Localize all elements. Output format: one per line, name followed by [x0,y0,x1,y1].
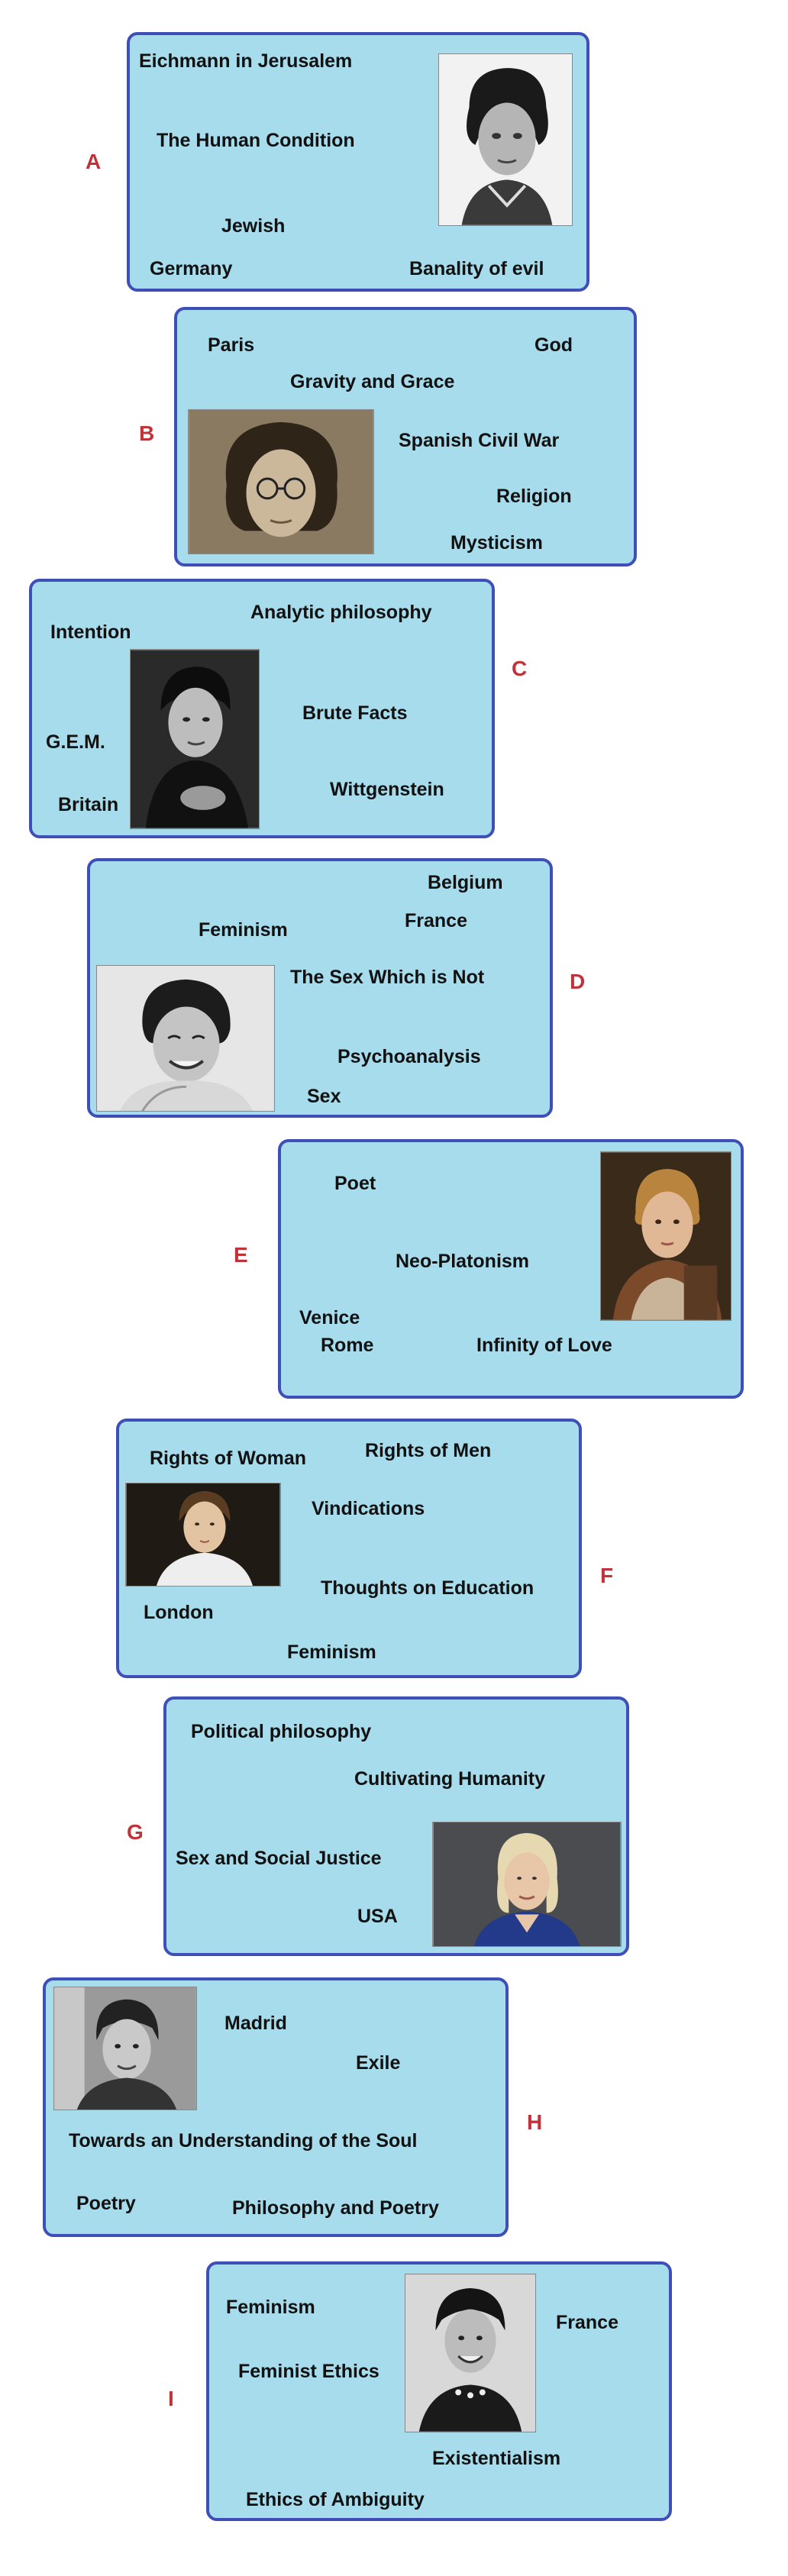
card-letter-i: I [168,2387,174,2410]
keyword: Belgium [428,872,503,893]
keyword: London [144,1602,214,1623]
portrait-icon [54,1987,196,2110]
keyword: Feminist Ethics [238,2361,379,2382]
card-letter-h: H [527,2110,543,2134]
card-letter-a: A [86,150,102,173]
keyword: Madrid [224,2013,287,2034]
portrait-photo [600,1151,731,1321]
keyword: USA [357,1906,398,1927]
keyword: Britain [58,794,119,815]
portrait-icon [126,1483,280,1586]
keyword: Rights of Men [365,1440,492,1461]
keyword: Sex [307,1086,341,1107]
portrait-photo [432,1822,622,1947]
keyword: Rome [321,1335,374,1356]
keyword: Eichmann in Jerusalem [139,50,353,72]
keyword: Venice [299,1307,360,1328]
keyword: Spanish Civil War [399,430,560,451]
keyword: Neo-Platonism [396,1251,530,1272]
keyword: Paris [208,334,255,356]
keyword: France [556,2312,618,2333]
portrait-icon [433,1822,621,1946]
keyword: Poet [334,1173,376,1194]
keyword: Feminism [199,919,288,941]
card-c [29,579,495,838]
portrait-photo [130,649,260,829]
keyword: Religion [496,486,572,507]
card-letter-e: E [234,1243,248,1267]
keyword: Existentialism [432,2448,561,2469]
card-letter-b: B [139,421,155,445]
keyword: Rights of Woman [150,1448,307,1469]
portrait-photo [53,1987,197,2110]
keyword: G.E.M. [46,731,105,753]
portrait-icon [601,1152,731,1320]
keyword: The Human Condition [157,130,355,151]
keyword: Germany [150,258,233,279]
portrait-photo [188,409,374,554]
keyword: Jewish [221,215,286,237]
keyword: Brute Facts [302,702,408,724]
keyword: Wittgenstein [330,779,444,800]
portrait-icon [189,410,373,554]
keyword: Thoughts on Education [321,1577,534,1599]
keyword: Vindications [312,1498,425,1519]
keyword: Mysticism [451,532,543,554]
keyword: Feminism [287,1641,376,1663]
keyword: Political philosophy [191,1721,372,1742]
portrait-icon [97,966,274,1111]
keyword: France [405,910,467,931]
keyword: Analytic philosophy [250,602,432,623]
keyword: Banality of evil [409,258,544,279]
portrait-icon [405,2274,535,2432]
portrait-photo [96,965,275,1112]
keyword: Infinity of Love [476,1335,612,1356]
keyword: Psychoanalysis [337,1046,481,1067]
portrait-photo [405,2274,536,2432]
keyword: Feminism [226,2297,315,2318]
keyword: The Sex Which is Not [290,967,485,988]
keyword: Ethics of Ambiguity [246,2489,425,2510]
keyword: Intention [50,621,131,643]
card-letter-f: F [600,1564,614,1587]
portrait-photo [438,53,573,226]
card-letter-c: C [512,657,528,680]
portrait-photo [125,1483,281,1587]
portrait-icon [439,54,572,225]
keyword: Towards an Understanding of the Soul [69,2130,418,2152]
keyword: Exile [356,2052,401,2074]
keyword: Sex and Social Justice [176,1848,382,1869]
keyword: Philosophy and Poetry [232,2197,439,2219]
card-letter-d: D [570,970,586,993]
keyword: Poetry [76,2193,136,2214]
keyword: Gravity and Grace [290,371,455,392]
card-letter-g: G [127,1820,144,1844]
keyword: Cultivating Humanity [354,1768,546,1790]
keyword: God [534,334,573,356]
portrait-icon [131,650,259,828]
